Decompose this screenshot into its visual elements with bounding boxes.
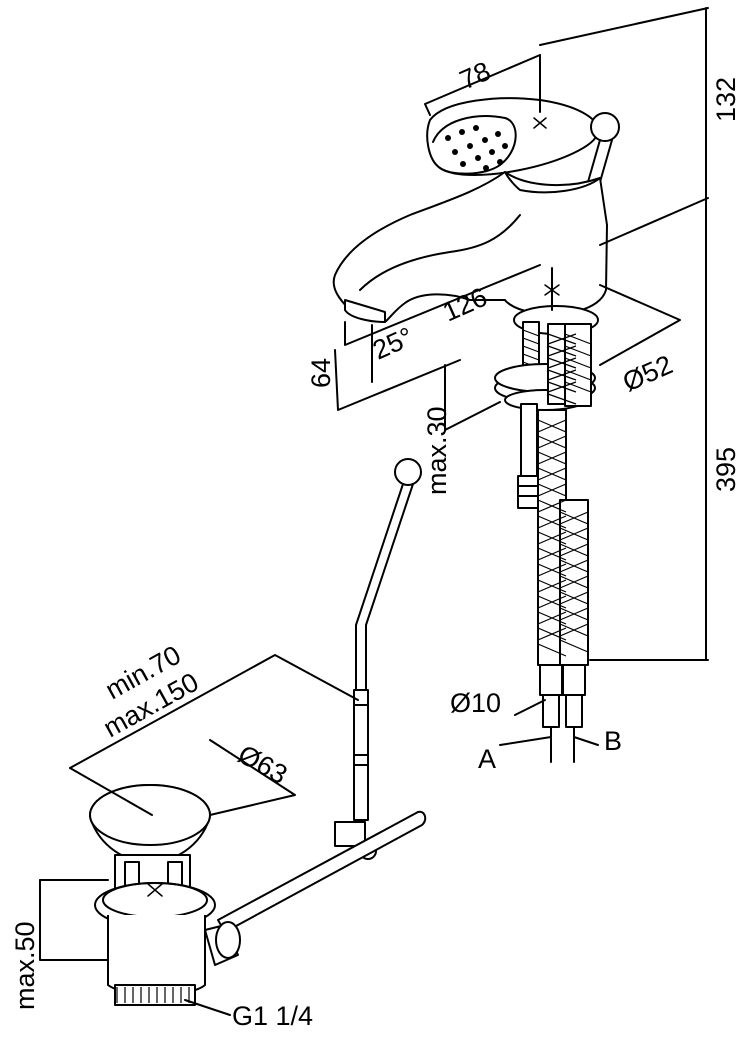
dim-132: 132 [711, 77, 741, 122]
dim-diameter-52: Ø52 [618, 349, 677, 397]
dim-max-30: max.30 [422, 406, 452, 495]
dim-395: 395 [711, 447, 741, 492]
grip-dots [445, 125, 508, 171]
dim-g1-1-4: G1 1/4 [232, 1001, 313, 1031]
label-a: A [478, 744, 496, 774]
popup-rod [217, 458, 427, 933]
dim-64: 64 [306, 358, 336, 388]
dim-diameter-63: Ø63 [233, 739, 292, 790]
dim-max-50: max.50 [10, 921, 40, 1010]
connection-hoses [494, 321, 596, 763]
dim-25-degrees: 25° [368, 321, 418, 365]
label-b: B [604, 726, 622, 756]
dim-diameter-10: Ø10 [450, 688, 501, 718]
faucet-body [332, 54, 620, 335]
dimension-lines [39, 7, 709, 1016]
drain-waste [89, 784, 241, 1006]
dimension-labels: 78 132 126 25° Ø52 64 max.30 395 Ø10 A B… [10, 56, 741, 1031]
